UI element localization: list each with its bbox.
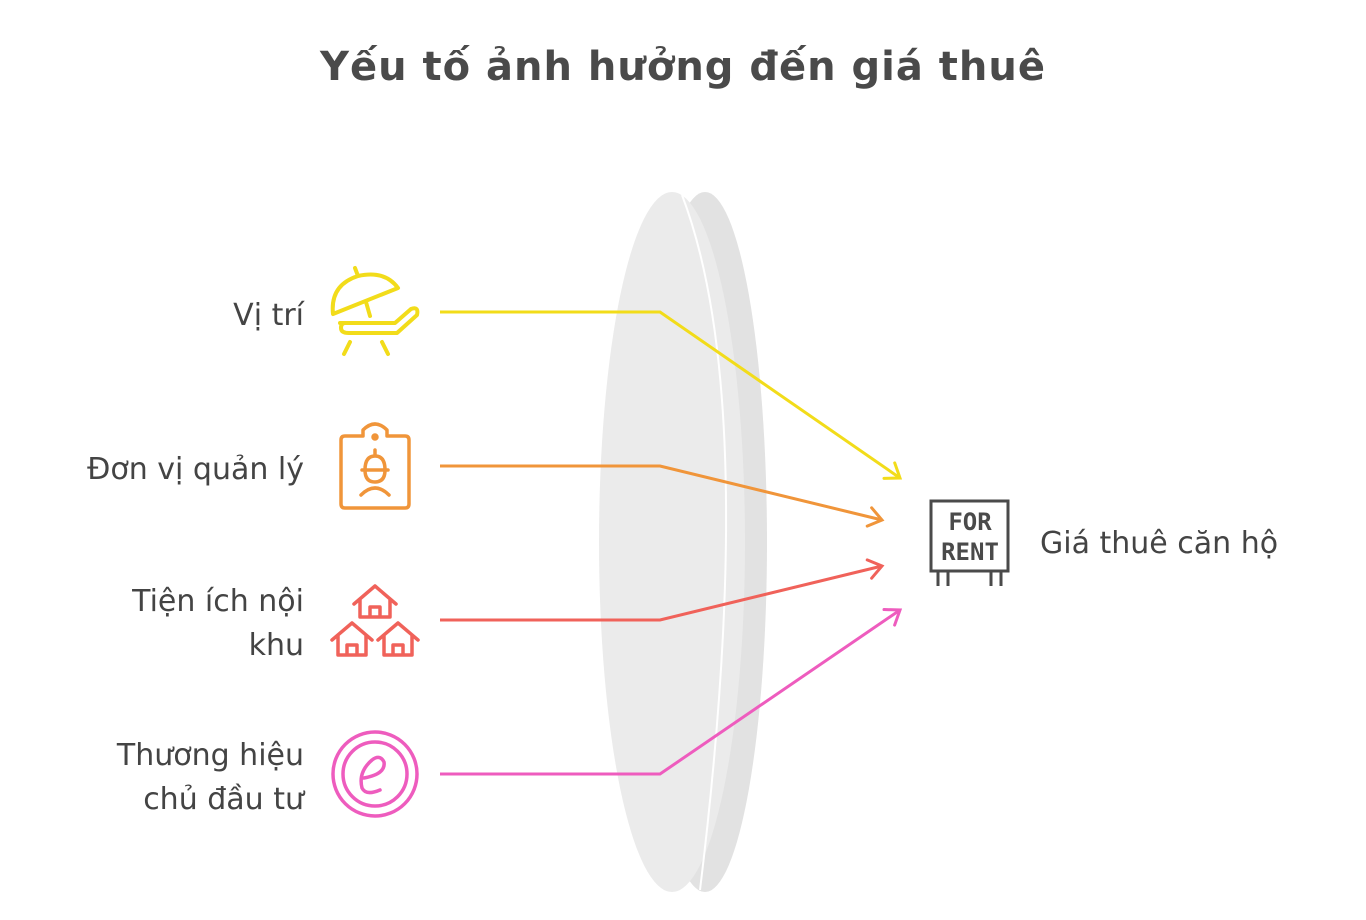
arrowhead-icon <box>882 461 903 480</box>
factor-label-management: Đơn vị quản lý <box>87 452 304 487</box>
factor-label-location: Vị trí <box>233 298 304 333</box>
connector-line <box>440 608 901 776</box>
diagram-title: Yếu tố ảnh hưởng đến giá thuê <box>320 44 1046 90</box>
lens <box>599 192 767 892</box>
beach-chair-icon <box>330 266 420 356</box>
houses-icon <box>330 584 420 657</box>
connector-line <box>440 464 883 522</box>
arrowhead-icon <box>882 608 903 627</box>
brand-e-icon <box>331 730 419 818</box>
arrowhead-icon <box>865 558 885 580</box>
sign-text-rent: RENT <box>941 538 999 566</box>
sign-text-for: FOR <box>948 508 992 536</box>
connector-line <box>440 310 901 480</box>
worker-badge-icon <box>339 422 411 510</box>
outcome-label: Giá thuê căn hộ <box>1040 526 1279 561</box>
for-rent-sign-icon: FOR RENT <box>929 499 1010 586</box>
connector-line <box>440 564 883 622</box>
arrowhead-icon <box>865 506 885 528</box>
